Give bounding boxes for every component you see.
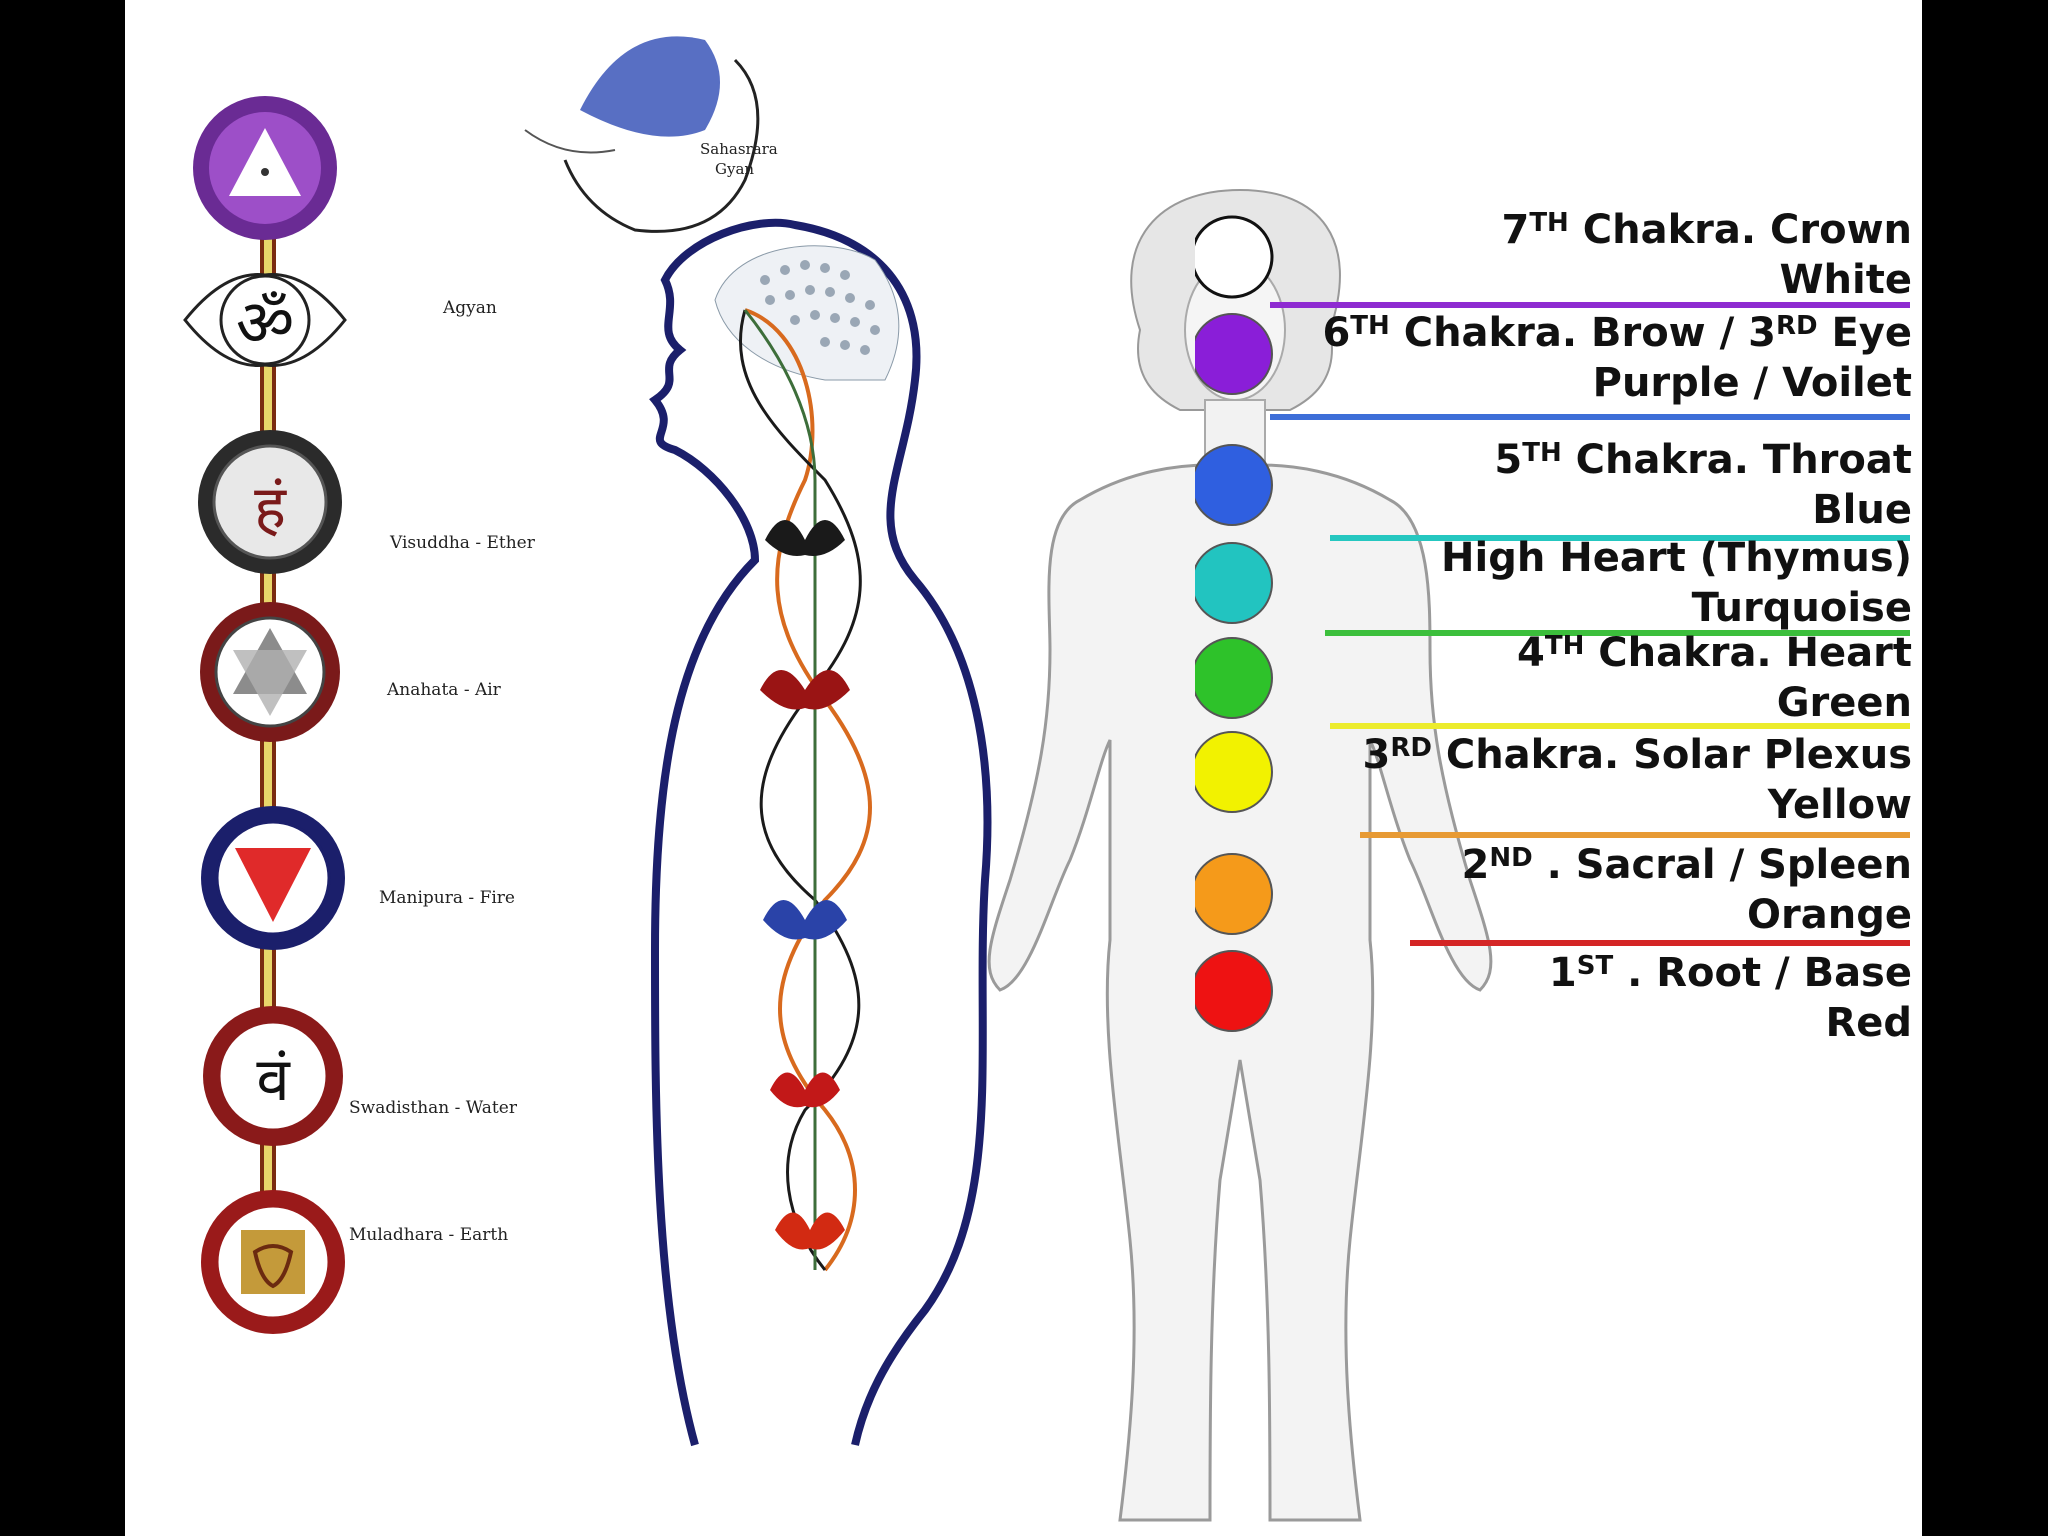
- crown-label: 7TH Chakra. Crown White: [1501, 207, 1912, 303]
- throat-color-name: Blue: [1812, 487, 1912, 533]
- lotus-heart: [760, 670, 850, 710]
- lotus-solar: [763, 900, 847, 940]
- heart-color-name: Green: [1776, 680, 1912, 726]
- vishuddha-chakra-symbol: हं: [198, 430, 342, 574]
- anahata-chakra-symbol: [200, 602, 340, 742]
- muladhara-chakra-symbol: [201, 1190, 345, 1334]
- solar-plexus-circle: [1195, 731, 1273, 813]
- throat-separator: [1330, 535, 1910, 541]
- manipura-label: Manipura - Fire: [379, 888, 515, 908]
- svadhisthana-chakra-symbol: वं: [203, 1006, 343, 1146]
- sacral-label: 2ND . Sacral / Spleen Orange: [1461, 842, 1912, 938]
- root-label: 1ST . Root / Base Red: [1548, 950, 1912, 1046]
- heart-label: 4TH Chakra. Heart Green: [1517, 630, 1912, 726]
- sahasrara-label: Sahasrara: [700, 140, 778, 158]
- brow-separator: [1270, 414, 1910, 420]
- brow-label: 6TH Chakra. Brow / 3RD Eye Purple / Voil…: [1322, 310, 1912, 406]
- chakra-diagram: ॐ हं वं: [125, 0, 1922, 1536]
- sacral-circle: [1195, 853, 1273, 935]
- lotus-throat: [765, 520, 845, 556]
- root-circle: [1195, 950, 1273, 1032]
- ajna-chakra-symbol: ॐ: [183, 273, 347, 367]
- solar-plexus-label: 3RD Chakra. Solar Plexus Yellow: [1362, 732, 1912, 828]
- solar-plexus-color-name: Yellow: [1767, 782, 1912, 828]
- muladhara-label: Muladhara - Earth: [349, 1225, 509, 1245]
- sacral-color-name: Orange: [1747, 892, 1912, 938]
- high-heart-circle: [1195, 542, 1273, 624]
- brain-texture: [760, 260, 880, 355]
- gyan-label: Gyan: [715, 160, 755, 178]
- ham-symbol: हं: [254, 473, 287, 543]
- body-silhouette-sketch: [524, 36, 992, 1447]
- high-heart-separator: [1325, 630, 1910, 636]
- om-symbol: ॐ: [236, 287, 294, 361]
- globe-sketch: [524, 36, 760, 233]
- chakra-circles: [1195, 215, 1274, 1032]
- brow-color-name: Purple / Voilet: [1592, 360, 1912, 406]
- anahata-label: Anahata - Air: [387, 680, 501, 700]
- vam-symbol: वं: [256, 1045, 291, 1115]
- crown-chakra-symbol: [193, 96, 337, 240]
- heart-separator: [1330, 723, 1910, 729]
- lotus-root: [775, 1212, 845, 1250]
- high-heart-color-name: Turquoise: [1691, 585, 1912, 631]
- solar-plexus-separator: [1360, 832, 1910, 838]
- high-heart-label: High Heart (Thymus) Turquoise: [1441, 535, 1912, 631]
- brow-circle: [1195, 313, 1273, 395]
- root-color-name: Red: [1825, 1000, 1912, 1046]
- chakra-symbol-column: ॐ हं वं: [183, 96, 347, 1334]
- agyan-label: Agyan: [443, 298, 497, 318]
- throat-circle: [1195, 444, 1273, 526]
- swadisthan-label: Swadisthan - Water: [349, 1098, 517, 1118]
- manipura-chakra-symbol: [201, 806, 345, 950]
- lotus-sacral: [770, 1072, 840, 1108]
- visuddha-label: Visuddha - Ether: [390, 533, 535, 553]
- crown-color-name: White: [1779, 257, 1912, 303]
- crown-circle: [1195, 215, 1274, 299]
- crown-separator: [1270, 302, 1910, 308]
- heart-circle: [1195, 637, 1273, 719]
- throat-label: 5TH Chakra. Throat Blue: [1494, 437, 1912, 533]
- sacral-separator: [1410, 940, 1910, 946]
